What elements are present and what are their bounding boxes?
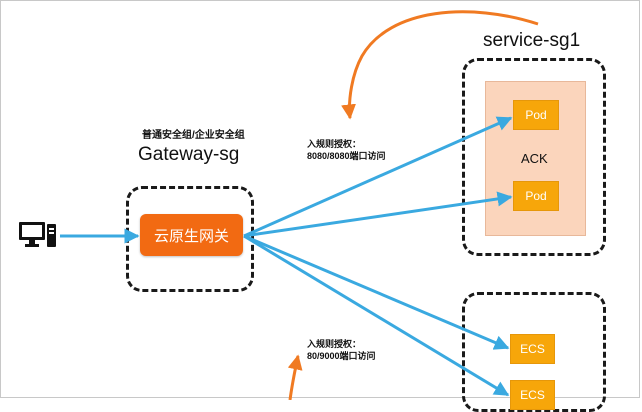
gateway-to-ecs2-arrow	[243, 234, 510, 397]
rule1-ports: 8080/8080端口访问	[307, 151, 386, 161]
gateway-sg-subtitle: 普通安全组/企业安全组	[142, 130, 245, 141]
rule1-heading: 入规则授权：	[307, 139, 362, 149]
pod-node[interactable]: Pod	[513, 100, 559, 130]
gateway-to-pod2-arrow	[243, 191, 513, 238]
rule2-ports: 80/9000端口访问	[307, 351, 376, 361]
cloud-native-gateway-node[interactable]: 云原生网关	[140, 214, 243, 256]
rule1-curved-arrow	[341, 10, 539, 120]
ecs-node[interactable]: ECS	[510, 380, 555, 410]
service-sg1-title: service-sg1	[483, 30, 581, 51]
ack-label: ACK	[521, 151, 548, 166]
pod-node[interactable]: Pod	[513, 181, 559, 211]
gateway-to-ecs1-arrow	[243, 234, 510, 350]
ecs-node[interactable]: ECS	[510, 334, 555, 364]
desktop-computer-icon	[19, 222, 56, 247]
gateway-sg-title: Gateway-sg	[138, 144, 240, 165]
connection-arrows	[60, 10, 539, 400]
gateway-to-pod1-arrow	[243, 116, 513, 238]
rule2-curved-arrow	[287, 354, 303, 400]
service-sg1-box	[462, 58, 606, 256]
rule2-heading: 入规则授权：	[307, 339, 362, 349]
diagram-frame	[0, 0, 640, 398]
